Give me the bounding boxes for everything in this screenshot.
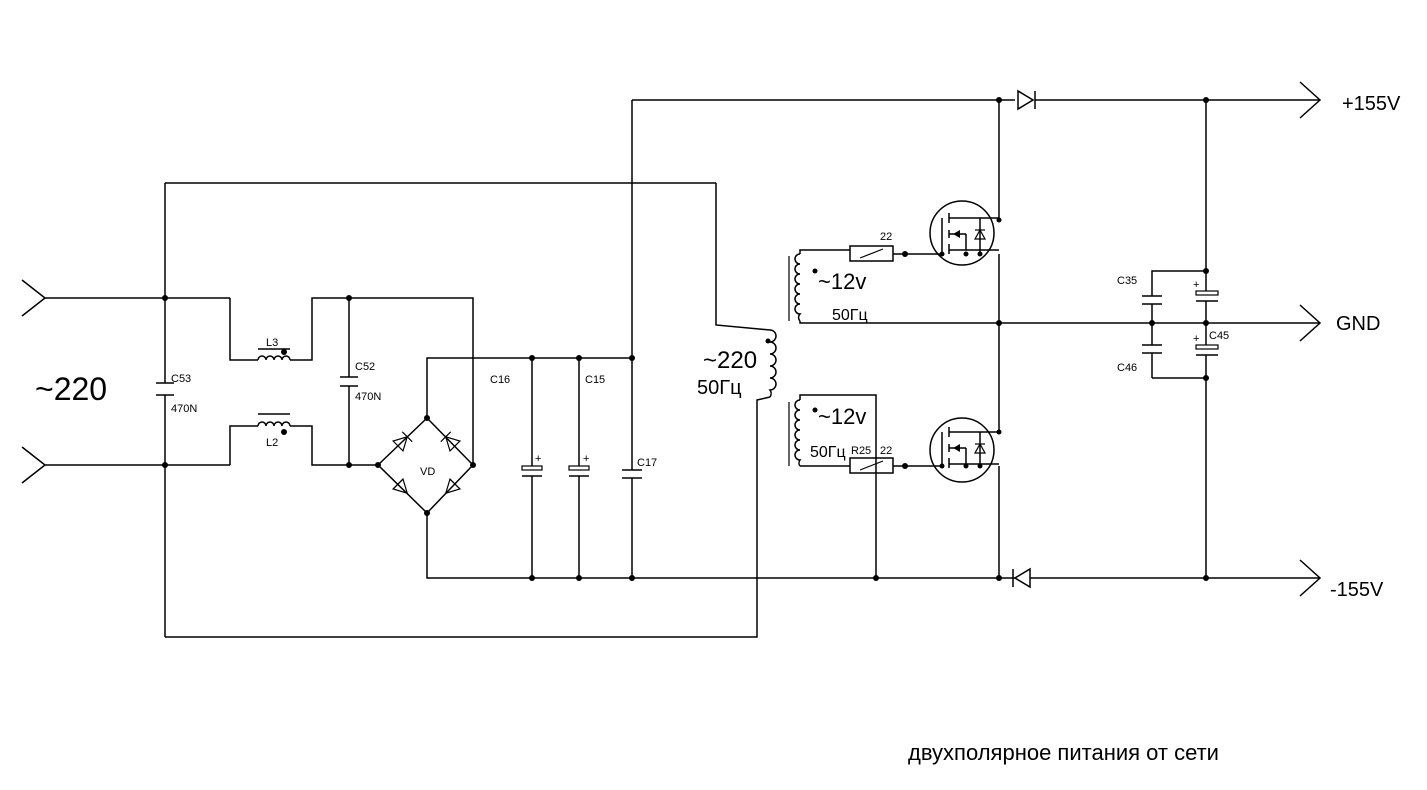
- resistor-top: [849, 245, 894, 262]
- inductor-l2: [257, 413, 291, 435]
- resistor-r25-value: 22: [880, 445, 892, 457]
- capacitor-c45: +: [1193, 333, 1219, 356]
- mains-input-label: ~220: [35, 371, 107, 407]
- c45-label: C45: [1209, 330, 1229, 342]
- capacitor-c52: [340, 376, 358, 387]
- diode-bridge-vd: [391, 431, 462, 495]
- c52-label: C52: [355, 361, 375, 373]
- out-gnd-label: GND: [1336, 313, 1380, 335]
- c52-value: 470N: [355, 391, 381, 403]
- winding-top-label: ~12v: [818, 269, 866, 294]
- transformer-primary-winding: [765, 329, 777, 398]
- c46-label: C46: [1117, 362, 1137, 374]
- wires: [45, 99, 1320, 638]
- mains-input-connector-top: [21, 279, 47, 317]
- c16-label: C16: [490, 374, 510, 386]
- winding-top-freq: 50Гц: [832, 307, 868, 324]
- c35-label: C35: [1117, 275, 1137, 287]
- l2-label: L2: [266, 437, 278, 449]
- capacitor-c35: [1142, 295, 1162, 305]
- resistor-top-value: 22: [880, 231, 892, 243]
- r25-label: R25: [851, 445, 871, 457]
- mosfet-bottom: [929, 417, 1002, 483]
- capacitor-c53: [156, 382, 174, 396]
- mosfet-top: [929, 200, 1002, 266]
- winding-bottom-freq: 50Гц: [810, 444, 846, 461]
- c17-label: C17: [637, 457, 657, 469]
- diagram-caption: двухполярное питания от сети: [908, 740, 1219, 765]
- mains-input-connector-bottom: [21, 446, 47, 484]
- inductor-l3: [257, 348, 291, 361]
- c15-label: C15: [585, 374, 605, 386]
- capacitor-c46: [1142, 344, 1162, 354]
- diode-top-output: [1017, 89, 1036, 111]
- diode-bottom-output: [1012, 567, 1031, 589]
- svg-text:+: +: [583, 453, 589, 465]
- l3-label: L3: [266, 337, 278, 349]
- vd-label: VD: [420, 466, 435, 478]
- plus-sign: +: [1193, 279, 1199, 291]
- c53-label: C53: [171, 373, 191, 385]
- out-neg-label: -155V: [1330, 579, 1384, 601]
- capacitor-c16: +: [521, 453, 543, 477]
- svg-text:+: +: [535, 453, 541, 465]
- transformer-secondary-bottom: [788, 399, 818, 467]
- capacitor-top-electrolytic: +: [1193, 279, 1219, 302]
- out-pos-label: +155V: [1342, 93, 1401, 115]
- transformer-secondary-top: [788, 253, 818, 322]
- transformer-primary-label: ~220: [703, 347, 757, 374]
- capacitor-c17: [622, 469, 642, 479]
- capacitor-c15: +: [568, 453, 590, 477]
- c53-value: 470N: [171, 403, 197, 415]
- junction-dots: [162, 97, 1209, 581]
- out-gnd-arrow: [1299, 304, 1322, 342]
- resistor-r25: [849, 457, 894, 474]
- transformer-primary-freq: 50Гц: [697, 377, 742, 399]
- winding-bottom-label: ~12v: [818, 404, 866, 429]
- out-pos-arrow: [1299, 81, 1322, 119]
- plus-sign: +: [1193, 333, 1199, 345]
- out-neg-arrow: [1299, 559, 1322, 597]
